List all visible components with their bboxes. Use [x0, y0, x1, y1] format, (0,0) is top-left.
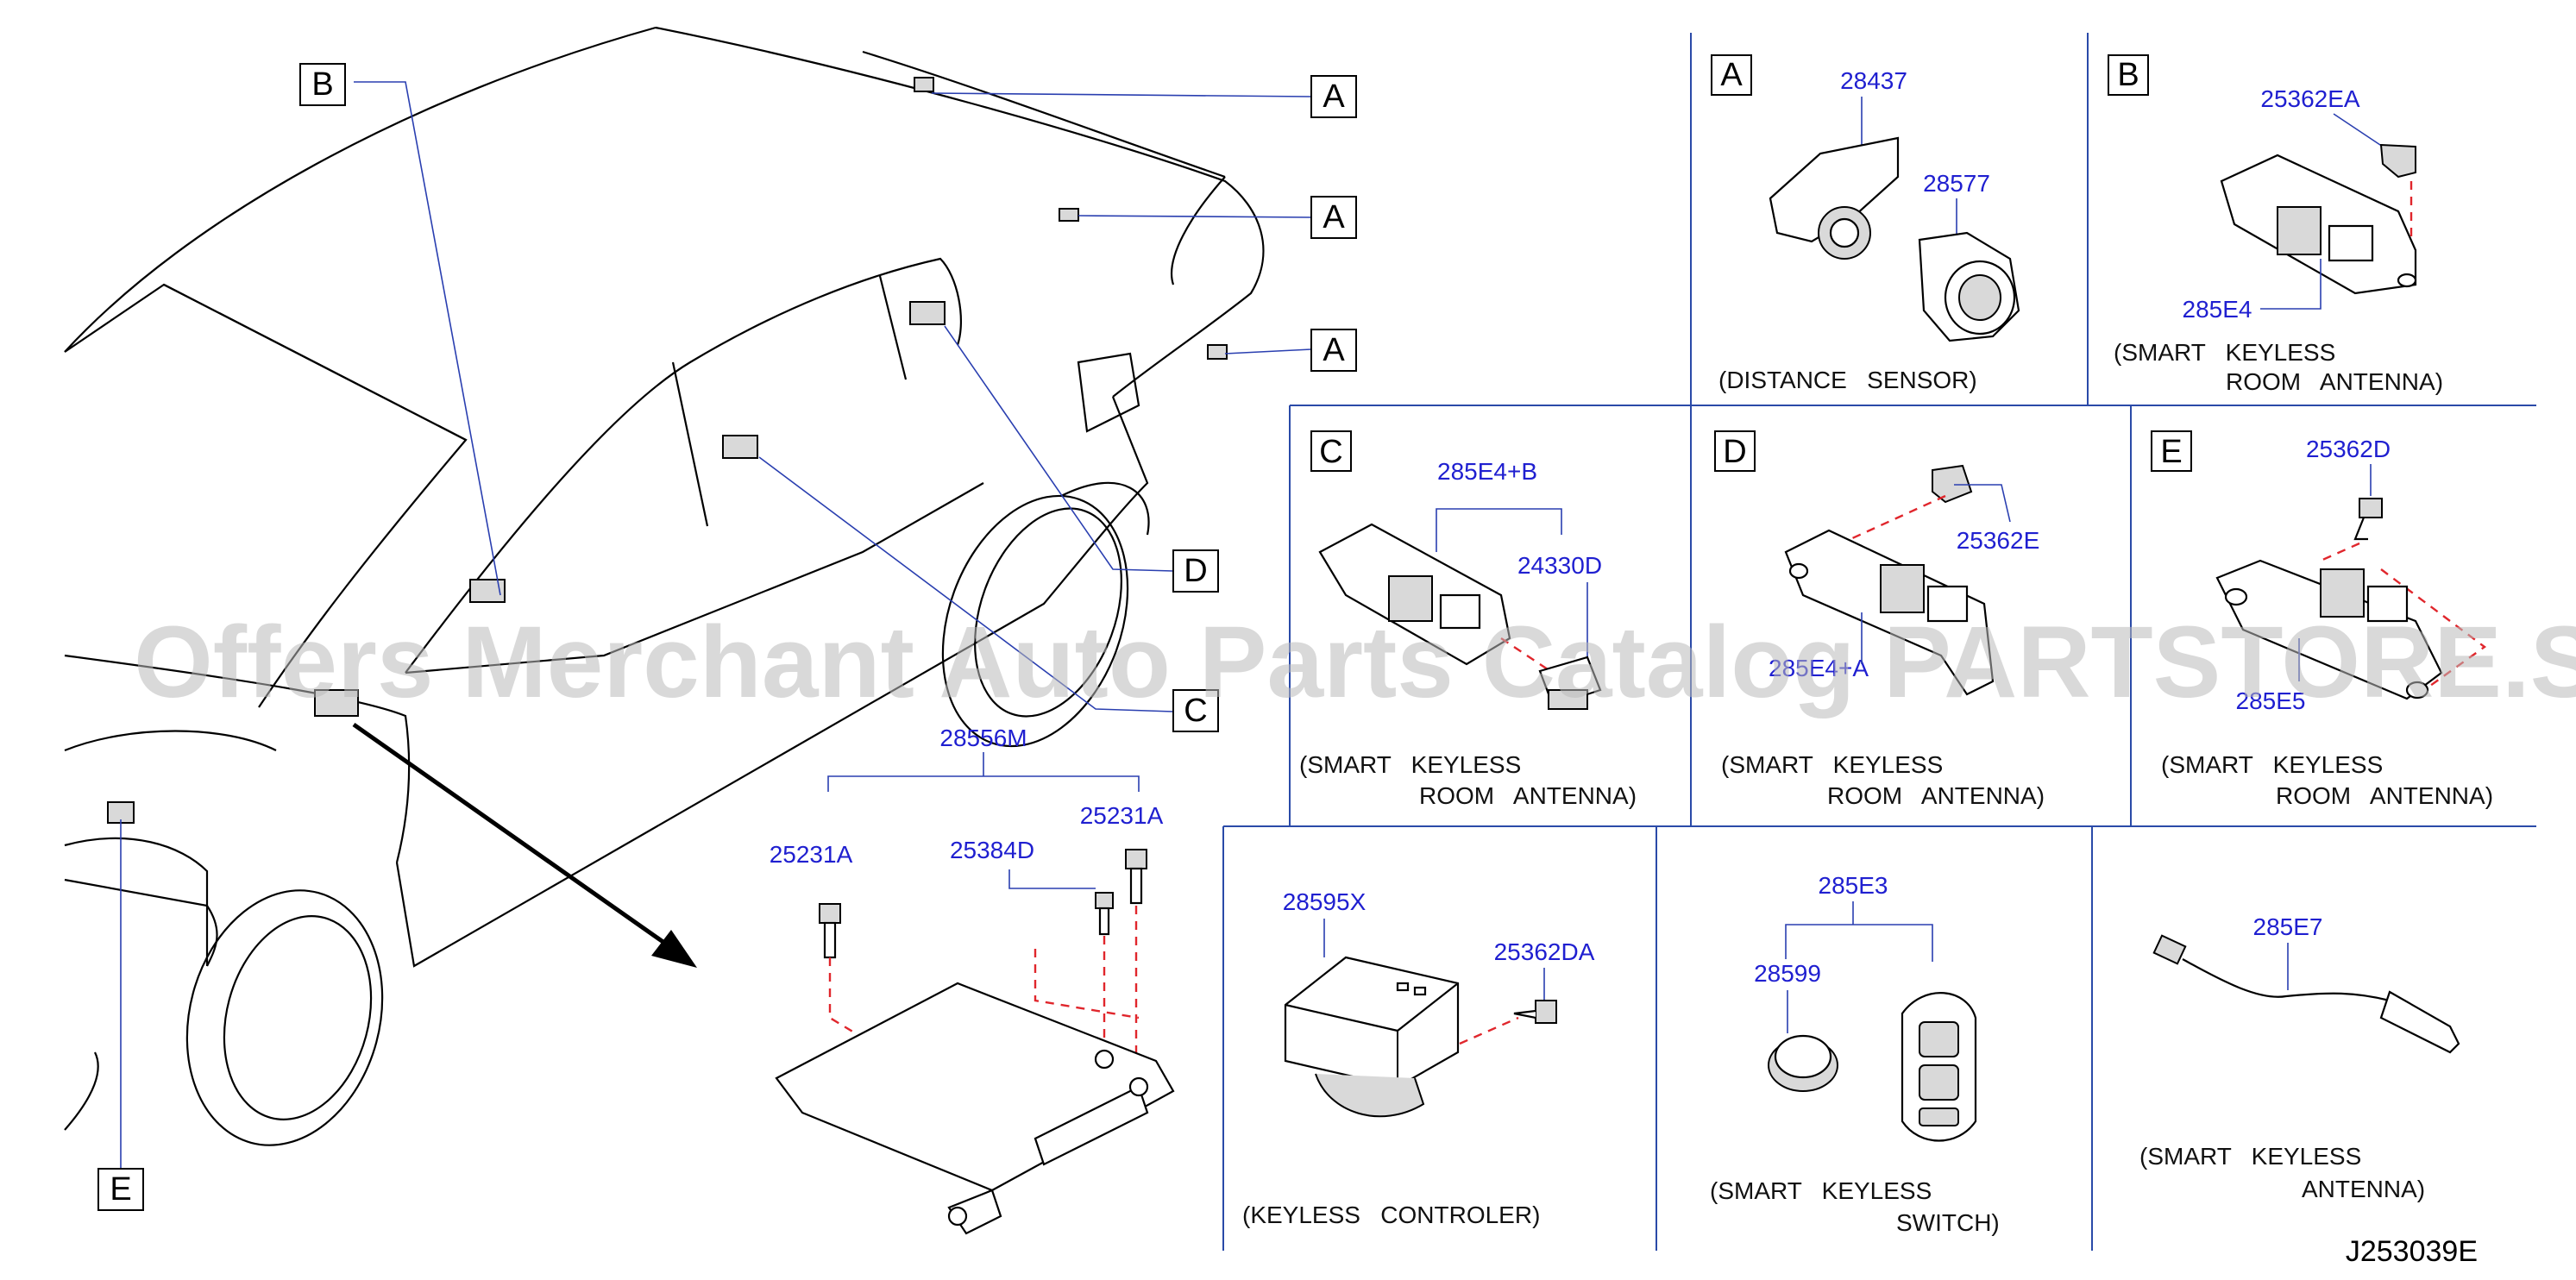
panel-c: C 285E4+B 24330D (SMART KEYLESS ROOM ANT…: [1299, 430, 1637, 809]
panel-b-letter: B: [2117, 57, 2139, 93]
panel-d: D 25362E 285E4+A (SMART KEYLESS ROOM ANT…: [1714, 430, 2045, 809]
panel-d-caption-1: (SMART KEYLESS: [1721, 751, 1943, 778]
panel-switch-caption-2: SWITCH): [1896, 1209, 2000, 1236]
part-25384D: 25384D: [950, 837, 1034, 863]
part-25362EA: 25362EA: [2260, 85, 2360, 112]
panel-antenna-caption-2: ANTENNA): [2302, 1176, 2425, 1202]
part-285E4plusA: 285E4+A: [1769, 655, 1869, 681]
part-24330D: 24330D: [1517, 552, 1602, 579]
panel-keyless-caption: (KEYLESS CONTROLER): [1242, 1202, 1540, 1228]
part-285E4plusB: 285E4+B: [1437, 458, 1537, 485]
panel-keyless-antenna: 285E7 (SMART KEYLESS ANTENNA): [2139, 913, 2460, 1202]
panel-d-caption-2: ROOM ANTENNA): [1827, 782, 2045, 809]
panel-b-caption-2: ROOM ANTENNA): [2226, 368, 2443, 395]
part-28437: 28437: [1840, 67, 1907, 94]
panel-c-caption-2: ROOM ANTENNA): [1419, 782, 1637, 809]
diagram-code: J253039E: [2346, 1235, 2478, 1268]
body-mounted-components: [107, 77, 1228, 824]
vehicle-outline: [64, 26, 1265, 1146]
panel-b-caption-1: (SMART KEYLESS: [2114, 339, 2335, 366]
panel-keyless-controller: 28595X 25362DA (KEYLESS CONTROLER): [1242, 888, 1595, 1228]
part-28556M: 28556M: [939, 725, 1027, 751]
panel-b: B 25362EA 285E4 (SMART KEYLESS ROOM ANTE…: [2108, 54, 2443, 395]
part-285E7: 285E7: [2253, 913, 2323, 940]
callout-a-3: A: [1323, 332, 1345, 368]
panel-e-letter: E: [2160, 434, 2182, 470]
callout-d: D: [1184, 553, 1207, 589]
pointer-arrow: [352, 722, 697, 968]
panel-e: E 25362D 285E5 (SMART KEYLESS ROOM ANTEN…: [2151, 430, 2493, 809]
part-25362D: 25362D: [2306, 436, 2391, 462]
part-25362DA: 25362DA: [1494, 938, 1595, 965]
part-25231A-left: 25231A: [770, 841, 853, 868]
panel-e-caption-2: ROOM ANTENNA): [2276, 782, 2493, 809]
panel-c-caption-1: (SMART KEYLESS: [1299, 751, 1521, 778]
part-28577: 28577: [1923, 170, 1990, 197]
callout-b: B: [311, 66, 333, 103]
panel-grid: [1222, 33, 2536, 1251]
part-25362E: 25362E: [1957, 527, 2040, 554]
part-28599: 28599: [1754, 960, 1821, 987]
part-285E5: 285E5: [2236, 687, 2306, 714]
callout-a-2: A: [1323, 199, 1345, 235]
panel-c-letter: C: [1319, 434, 1342, 470]
part-28595X: 28595X: [1283, 888, 1367, 915]
panel-a-letter: A: [1720, 57, 1743, 93]
callout-c: C: [1184, 693, 1207, 729]
panel-d-letter: D: [1723, 434, 1746, 470]
panel-a: A 28437 28577 (DISTANCE SENSOR): [1711, 54, 2020, 393]
part-285E3: 285E3: [1819, 872, 1888, 899]
panel-e-caption-1: (SMART KEYLESS: [2161, 751, 2383, 778]
callout-boxes: B A A A D C E: [97, 63, 1357, 1211]
panel-switch-caption-1: (SMART KEYLESS: [1710, 1177, 1932, 1204]
callout-e: E: [110, 1171, 131, 1208]
panel-keyless-switch: 285E3 28599 (SMART KEYLESS SWITCH): [1710, 872, 2000, 1236]
part-25231A-right: 25231A: [1080, 802, 1164, 829]
control-unit-group: 28556M 25231A 25384D 25231A: [770, 725, 1175, 1235]
callout-leaders: [120, 81, 1312, 1177]
panel-antenna-caption-1: (SMART KEYLESS: [2139, 1143, 2361, 1170]
part-285E4-b: 285E4: [2183, 296, 2252, 323]
panel-a-caption: (DISTANCE SENSOR): [1718, 367, 1977, 393]
watermark: Offers Merchant Auto Parts Catalog PARTS…: [134, 605, 2576, 719]
callout-a-1: A: [1323, 78, 1345, 115]
